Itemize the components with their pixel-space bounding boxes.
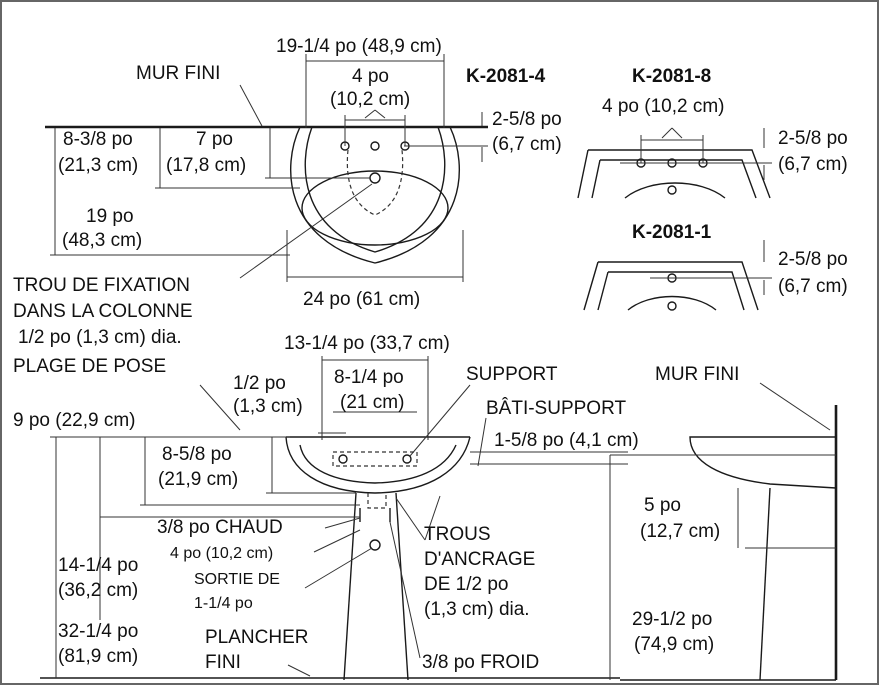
front-width-13-label: 13-1/4 po (33,7 cm): [284, 333, 450, 354]
front-elevation-view: [40, 356, 628, 681]
top-mur-fini-label: MUR FINI: [136, 63, 220, 84]
top-left-8-3-8-label: 8-3/8 po: [63, 129, 133, 150]
top-left-17-8-label: (17,8 cm): [166, 155, 246, 176]
variant-8-view: [577, 127, 772, 199]
trou-fixation-line3: 1/2 po (1,3 cm) dia.: [18, 327, 182, 348]
side-12-7-label: (12,7 cm): [640, 521, 720, 542]
top-spacing-po-label: 4 po: [352, 66, 389, 87]
variant-1-view: [583, 240, 772, 311]
height-1-5-8-label: 1-5/8 po (4,1 cm): [494, 430, 639, 451]
top-right-po-label: 2-5/8 po: [492, 109, 562, 130]
height-21-9-label: (21,9 cm): [158, 469, 238, 490]
trou-fixation-line2: DANS LA COLONNE: [13, 301, 193, 322]
height-36-label: (36,2 cm): [58, 580, 138, 601]
height-8-5-8-label: 8-5/8 po: [162, 444, 232, 465]
trou-fixation-line1: TROU DE FIXATION: [13, 275, 190, 296]
height-32-label: 32-1/4 po: [58, 621, 138, 642]
height-81-label: (81,9 cm): [58, 646, 138, 667]
variant-8-dim-po: 2-5/8 po: [778, 128, 848, 149]
top-spacing-cm-label: (10,2 cm): [330, 89, 410, 110]
plage-de-pose-label: PLAGE DE POSE: [13, 356, 166, 377]
chaud-label: 3/8 po CHAUD: [157, 517, 283, 538]
top-right-cm-label: (6,7 cm): [492, 134, 562, 155]
trous-line4: (1,3 cm) dia.: [424, 599, 530, 620]
variant-8-dim-cm: (6,7 cm): [778, 154, 848, 175]
front-half-cm-label: (1,3 cm): [233, 396, 303, 417]
top-bottom-width-label: 24 po (61 cm): [303, 289, 420, 310]
side-mur-fini-label: MUR FINI: [655, 364, 739, 385]
trous-line1: TROUS: [424, 524, 491, 545]
variant-8-model: K-2081-8: [632, 66, 711, 87]
bati-support-label: BÂTI-SUPPORT: [486, 397, 626, 419]
top-left-48-3-label: (48,3 cm): [62, 230, 142, 251]
side-74-label: (74,9 cm): [634, 634, 714, 655]
variant-8-spacing: 4 po (10,2 cm): [602, 96, 725, 117]
side-5po-label: 5 po: [644, 495, 681, 516]
spacing-4po-label: 4 po (10,2 cm): [170, 545, 273, 562]
support-label: SUPPORT: [466, 364, 558, 385]
side-29-label: 29-1/2 po: [632, 609, 712, 630]
sortie-line2: 1-1/4 po: [194, 595, 253, 612]
plancher-line2: FINI: [205, 652, 241, 673]
sortie-line1: SORTIE DE: [194, 571, 280, 588]
variant-1-dim-po: 2-5/8 po: [778, 249, 848, 270]
front-half-po-label: 1/2 po: [233, 373, 286, 394]
variant-1-dim-cm: (6,7 cm): [778, 276, 848, 297]
top-left-19po-label: 19 po: [86, 206, 134, 227]
model-main-label: K-2081-4: [466, 66, 546, 87]
height-14-label: 14-1/4 po: [58, 555, 138, 576]
top-plan-view: [45, 54, 488, 282]
front-width-21cm-label: (21 cm): [340, 392, 404, 413]
trous-line3: DE 1/2 po: [424, 574, 509, 595]
height-9-label: 9 po (22,9 cm): [13, 410, 136, 431]
front-width-8-1-4-label: 8-1/4 po: [334, 367, 404, 388]
side-elevation-view: [609, 382, 838, 681]
plancher-line1: PLANCHER: [205, 627, 308, 648]
top-left-21-3-label: (21,3 cm): [58, 155, 138, 176]
trous-line2: D'ANCRAGE: [424, 549, 535, 570]
top-width-label: 19-1/4 po (48,9 cm): [276, 36, 442, 57]
froid-label: 3/8 po FROID: [422, 652, 539, 673]
variant-1-model: K-2081-1: [632, 222, 712, 243]
top-left-7po-label: 7 po: [196, 129, 233, 150]
